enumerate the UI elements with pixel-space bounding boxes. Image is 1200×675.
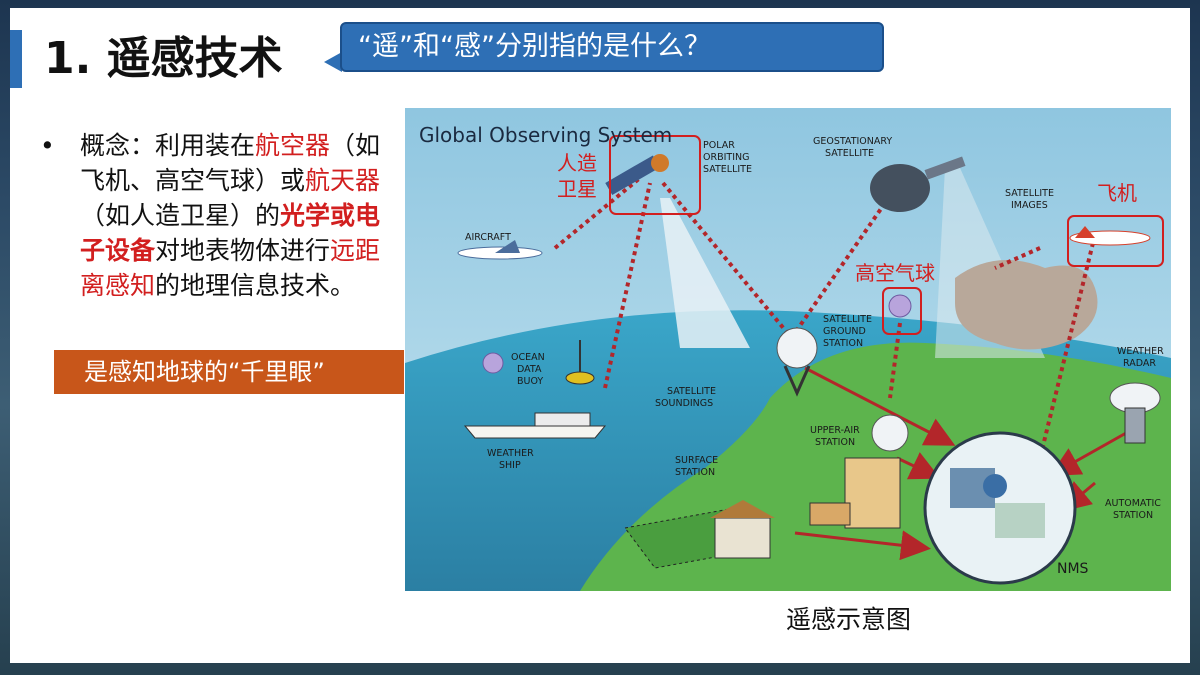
label-surface: SURFACE: [675, 455, 718, 466]
weather-ship: [463, 412, 607, 439]
figure-labels: Global Observing System POLAR ORBITING S…: [419, 123, 1164, 577]
label-surface: STATION: [675, 467, 715, 478]
concept-part-spacecraft: 航天器: [305, 166, 381, 195]
annotation-plane: 飞机: [1097, 181, 1137, 205]
concept-part: （如飞机、高空气球）: [80, 131, 381, 195]
question-callout: “遥”和“感”分别指的是什么？: [340, 22, 884, 72]
plane-annotation-box: [1067, 215, 1164, 267]
balloon-sea: [482, 352, 504, 374]
polar-satellite: [605, 154, 669, 196]
label-images: IMAGES: [1011, 200, 1048, 211]
label-images: SATELLITE: [1005, 188, 1054, 199]
slide: 1. 遥感技术 “遥”和“感”分别指的是什么？ • 概念：利用装在航空器（如飞机…: [10, 8, 1190, 663]
label-ground: GROUND: [823, 326, 866, 337]
geostationary-satellite: [870, 156, 966, 212]
concept-part-aircraft: 航空器: [255, 131, 331, 160]
label-geo: SATELLITE: [825, 148, 874, 159]
label-nms: NMS: [1057, 561, 1089, 577]
annotation-satellite: 卫星: [557, 177, 597, 201]
label-ground: SATELLITE: [823, 314, 872, 325]
label-buoy: BUOY: [517, 376, 543, 387]
concept-bullet: • 概念：利用装在航空器（如飞机、高空气球）或航天器 （如人造卫星）的光学或电子设…: [40, 128, 400, 303]
label-radar: RADAR: [1123, 358, 1156, 369]
balloon-land: [888, 294, 912, 318]
label-radar: WEATHER: [1117, 346, 1164, 357]
ocean-buoy: [565, 340, 595, 385]
observing-system-figure: Global Observing System POLAR ORBITING S…: [405, 108, 1171, 591]
label-auto: AUTOMATIC: [1105, 498, 1161, 509]
concept-text: 概念：利用装在航空器（如飞机、高空气球）或航天器 （如人造卫星）的光学或电子设备对…: [80, 128, 400, 303]
storm-cloud: [955, 260, 1098, 350]
label-soundings: SOUNDINGS: [655, 398, 713, 409]
aircraft-left: [457, 240, 543, 260]
data-links: [553, 176, 1095, 459]
page-title: 1. 遥感技术: [44, 33, 283, 84]
concept-part: 的地理信息技术。: [155, 271, 356, 300]
concept-part-remote: 远距离感知: [80, 236, 381, 300]
label-geo: GEOSTATIONARY: [813, 136, 892, 147]
label-wship: SHIP: [499, 460, 521, 471]
surface-station: [624, 500, 775, 569]
label-polar: POLAR: [703, 140, 735, 151]
ground-station-dish: [776, 327, 818, 397]
upper-air-station: [809, 414, 909, 529]
balloon-annotation-box: [882, 287, 922, 335]
concept-part: 或: [280, 166, 306, 195]
figure-caption: 遥感示意图: [786, 605, 912, 634]
label-buoy: DATA: [517, 364, 542, 375]
concept-part: （如人造卫星）的: [80, 201, 281, 230]
label-polar: ORBITING: [703, 152, 749, 163]
annotation-balloon: 高空气球: [855, 261, 935, 285]
bullet-marker: •: [40, 131, 55, 160]
label-soundings: SATELLITE: [667, 386, 716, 397]
label-upper: STATION: [815, 437, 855, 448]
concept-part: 对地表物体进行: [155, 236, 331, 265]
nms-center: [923, 431, 1077, 585]
satellite-annotation-box: [609, 135, 701, 215]
callout-tail: [324, 52, 342, 72]
annotation-satellite: 人造: [557, 151, 597, 175]
label-auto: STATION: [1113, 510, 1153, 521]
label-upper: UPPER-AIR: [810, 425, 860, 436]
highlight-box: 是感知地球的“千里眼”: [54, 350, 404, 394]
title-accent-bar: [10, 30, 22, 88]
label-aircraft: AIRCRAFT: [465, 232, 511, 243]
label-ground: STATION: [823, 338, 863, 349]
label-polar: SATELLITE: [703, 164, 752, 175]
weather-radar: [1109, 382, 1161, 444]
label-buoy: OCEAN: [511, 352, 545, 363]
aircraft-right: [1069, 226, 1151, 246]
concept-part: 概念：利用装在: [80, 131, 256, 160]
figure-heading: Global Observing System: [419, 123, 672, 147]
concept-part-devices: 光学或电子设备: [80, 201, 381, 265]
figure-annotations: 人造 卫星 飞机 高空气球: [557, 151, 1137, 285]
label-wship: WEATHER: [487, 448, 534, 459]
polar-beam: [660, 198, 750, 348]
